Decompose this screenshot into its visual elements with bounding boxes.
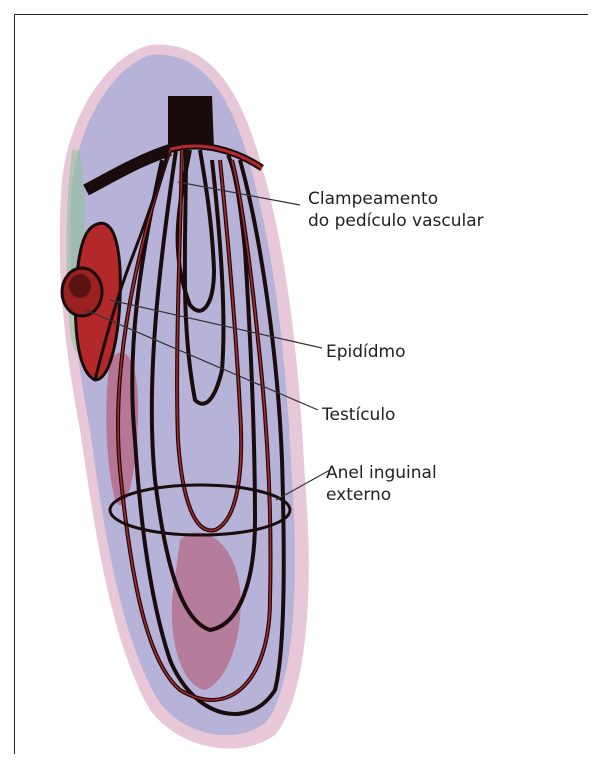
label-inguinal-line1: Anel inguinal (326, 463, 437, 484)
label-epididymis: Epidídmo (326, 342, 406, 363)
label-clamp-line2: do pedículo vascular (308, 211, 484, 232)
clamp-block (168, 96, 214, 148)
label-clamp-line1: Clampeamento (308, 189, 438, 210)
label-testicle: Testículo (322, 405, 395, 426)
label-inguinal-line2: externo (326, 485, 391, 506)
